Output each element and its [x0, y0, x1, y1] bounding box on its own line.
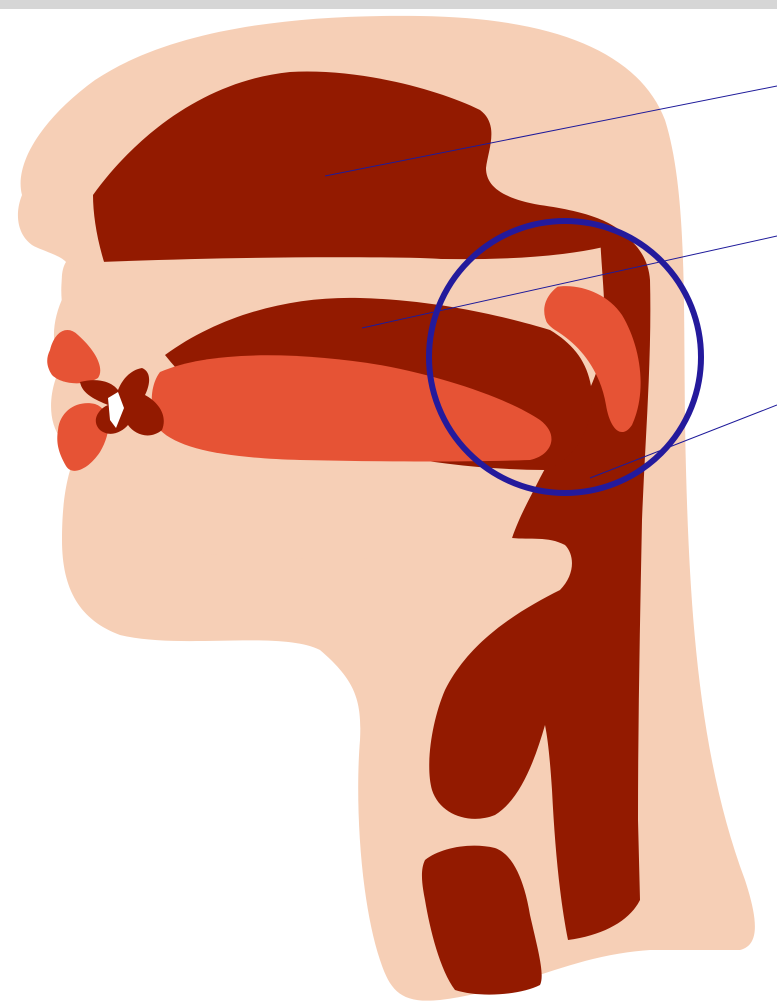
top-bar [0, 0, 777, 9]
lower-jaw [95, 462, 535, 559]
